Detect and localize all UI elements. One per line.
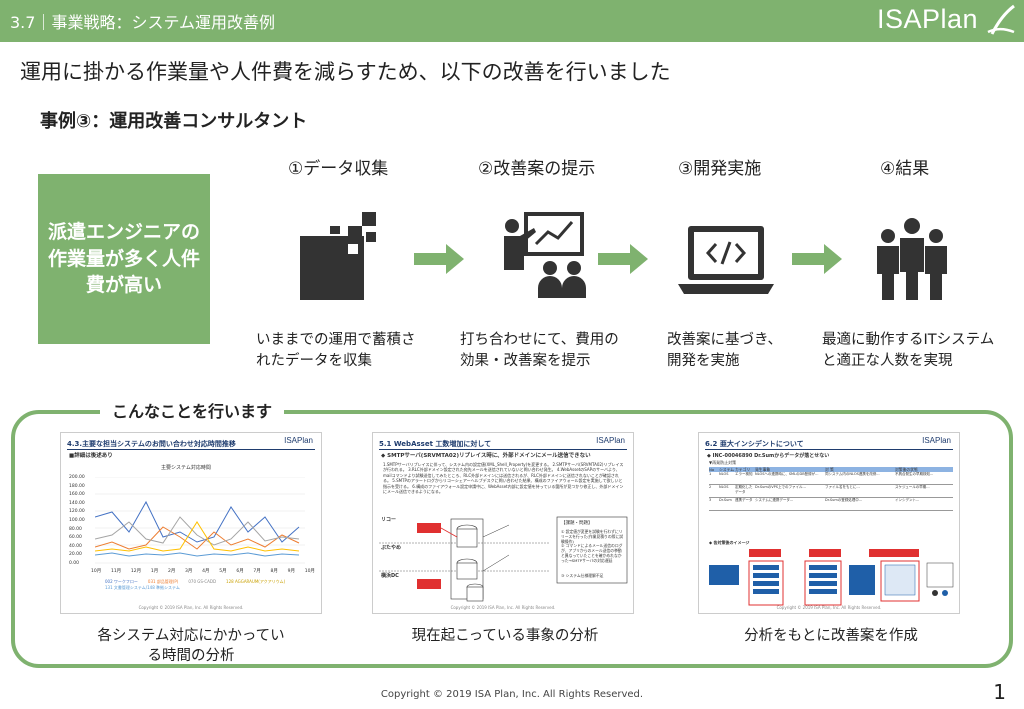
- data-blocks-icon: [300, 212, 376, 300]
- header-title: 3.7｜事業戦略：システム運用改善例: [10, 13, 275, 32]
- headline: 運用に掛かる作業量や人件費を減らすため、以下の改善を行いました: [20, 60, 671, 84]
- flow-label: ◆ 各対策後のイメージ: [709, 540, 750, 545]
- caption-improvement-plan: 分析をもとに改善案を作成: [744, 628, 918, 644]
- issue-title: 【課題・問題】: [561, 521, 593, 526]
- thumb-title: 5.1 WebAsset 工数増加に対して: [379, 440, 492, 448]
- team-icon: [877, 218, 947, 300]
- issue-item: ① 設定値が変更を試験を行わずにリリースを行った(作業見積りの際に試験操作): [561, 529, 624, 545]
- thumb-footer: Copyright © 2019 ISA Plan, Inc. All Righ…: [450, 605, 556, 610]
- issue-item: ③ システム仕様理解不足: [561, 573, 604, 578]
- step-desc-3: 改善案に基づき、開発を実施: [667, 332, 782, 370]
- thumb-xticks: 10月 11月 12月 1月 2月 3月 4月 5月 6月 7月 8月 9月 1…: [91, 569, 315, 574]
- copyright-footer: Copyright © 2019 ISA Plan, Inc. All Righ…: [380, 689, 644, 700]
- thumb-subhead: ■詳細は後述あり: [69, 453, 113, 459]
- step-desc-4: 最適に動作するITシステムと適正な人数を実現: [822, 332, 995, 370]
- thumb-legend: 002 ワークフロー 031 部品管理(P) 070 GS-CADD 128 A…: [105, 579, 286, 591]
- thumb-subhead: ◆ INC-00046890 Dr.Sumからデータが落とせない: [707, 453, 830, 459]
- logo-swoosh-icon: [987, 4, 1015, 35]
- issue-item: ② コマンドによるメール送信のログが、アプリからのメール送信の挙動と異なっていた…: [561, 543, 623, 564]
- step-desc-2: 打ち合わせにて、費用の効果・改善案を提示: [460, 332, 619, 370]
- section-label: こんなことを行います: [100, 398, 285, 422]
- problem-box: 派遣エンジニアの作業量が多く人件費が高い: [38, 174, 210, 344]
- thumbnail-event-analysis: 5.1 WebAsset 工数増加に対して ISAPlan ◆ SMTPサーバ(…: [372, 432, 634, 614]
- thumb-system-flow: [709, 549, 954, 606]
- thumb-table: No システム カテゴリ 発生事象 対 策 対策後の状態 1 NLOS エラー検…: [709, 467, 953, 512]
- lane-label: リコー: [381, 517, 397, 523]
- thumb-subhead: ◆ SMTPサーバ(SRVMTA02)リプレイス時に、外部ドメインにメール送信で…: [381, 453, 591, 459]
- thumb-footer: Copyright © 2019 ISA Plan, Inc. All Righ…: [138, 605, 244, 610]
- case-title: 事例③：運用改善コンサルタント: [40, 111, 308, 132]
- lane-label: 横浜DC: [381, 573, 399, 579]
- step-desc-1: いままでの運用で蓄積されたデータを収集: [256, 332, 416, 370]
- arrow-right-icon: [792, 244, 842, 274]
- thumb-logo: ISAPlan: [596, 436, 625, 445]
- presentation-icon: [504, 212, 586, 298]
- thumb-title: 4.3.主要な担当システムのお問い合わせ対応時間推移: [67, 440, 236, 448]
- step-label-2: ②改善案の提示: [478, 159, 596, 179]
- arrow-right-icon: [414, 244, 464, 274]
- thumb-line-chart: [95, 477, 305, 564]
- thumb-yticks: 200.00 180.00 160.00 140.00 120.00 100.0…: [69, 475, 85, 566]
- lane-label: ぷたやめ: [381, 545, 402, 551]
- caption-event-analysis: 現在起こっている事象の分析: [411, 628, 599, 644]
- laptop-code-icon: [678, 226, 774, 294]
- thumb-chart-title: 主要システム対応時間: [161, 465, 211, 471]
- thumbnail-improvement-plan: 6.2 亜大インシデントについて ISAPlan ◆ INC-00046890 …: [698, 432, 960, 614]
- thumbnail-time-analysis: 4.3.主要な担当システムのお問い合わせ対応時間推移 ISAPlan ■詳細は後…: [60, 432, 322, 614]
- header-bar: 3.7｜事業戦略：システム運用改善例 ISAPlan: [0, 0, 1024, 42]
- page-number: 1: [993, 680, 1006, 704]
- step-label-3: ③開発実施: [678, 159, 762, 179]
- thumb-logo: ISAPlan: [922, 436, 951, 445]
- arrow-right-icon: [598, 244, 648, 274]
- thumb-flow-diagram: [379, 516, 628, 602]
- thumb-logo: ISAPlan: [284, 436, 313, 445]
- thumb-body: 1.SMTPサーバリプレイスに伴って、システム内の設定値(XML_Shell_P…: [383, 462, 624, 494]
- thumb-subhead-2: ▼再発防止対策: [709, 460, 737, 465]
- thumb-title: 6.2 亜大インシデントについて: [705, 440, 804, 448]
- examples-frame: [11, 410, 1013, 668]
- step-label-1: ①データ収集: [288, 159, 389, 179]
- brand-logo: ISAPlan: [876, 4, 978, 34]
- step-label-4: ④結果: [880, 159, 930, 179]
- thumb-footer: Copyright © 2019 ISA Plan, Inc. All Righ…: [776, 605, 882, 610]
- caption-time-analysis: 各システム対応にかかっている時間の分析: [97, 628, 285, 665]
